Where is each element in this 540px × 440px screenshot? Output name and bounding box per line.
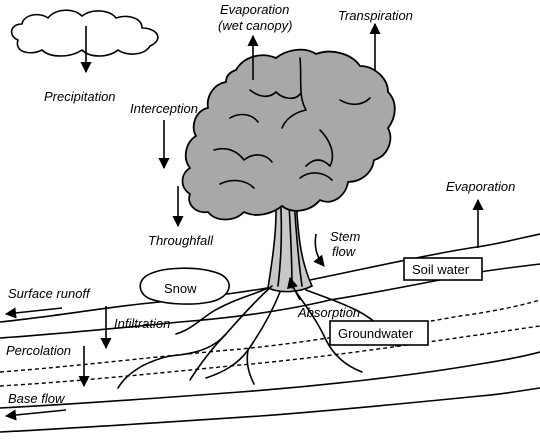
evaporation-label: Evaporation: [446, 179, 515, 194]
canopy-contour-7: [299, 172, 333, 181]
snow-patch: [139, 267, 230, 305]
transpiration-label: Transpiration: [338, 8, 413, 23]
throughfall-label: Throughfall: [148, 233, 214, 248]
canopy-contour-5: [339, 97, 371, 106]
stem-flow-arrow: [313, 233, 325, 267]
bedrock-line-2: [0, 387, 540, 433]
groundwater-label: Groundwater: [338, 326, 414, 341]
canopy-contour-3: [213, 147, 273, 163]
groundwater-upper-line: [0, 299, 540, 373]
stem-flow-sublabel: flow: [332, 244, 357, 259]
groundwater-box: [329, 320, 429, 346]
absorption-label: Absorption: [297, 305, 360, 320]
canopy-contour-6: [219, 179, 255, 189]
canopy-contour-2: [249, 89, 301, 100]
root-7: [246, 349, 255, 385]
root-4: [295, 291, 363, 373]
base-flow-label: Base flow: [8, 391, 66, 406]
absorption-arrow: [287, 276, 301, 301]
groundwater-lower-line: [0, 325, 540, 387]
snow-label: Snow: [164, 281, 197, 296]
root-1: [141, 285, 273, 367]
soil-water-box: [403, 257, 483, 281]
root-6: [189, 333, 227, 381]
canopy-contour-8: [229, 113, 259, 123]
base-flow-arrow: [4, 409, 67, 421]
percolation-label: Percolation: [6, 343, 71, 358]
soil-water-label: Soil water: [412, 262, 470, 277]
tree-canopy: [181, 48, 396, 221]
precipitation-label: Precipitation: [44, 89, 116, 104]
cloud-icon: [10, 9, 159, 57]
bedrock-line-1: [0, 351, 540, 409]
canopy-contour-1: [281, 57, 307, 129]
infiltration-label: Infiltration: [114, 316, 170, 331]
evaporation-wet-canopy-sublabel: (wet canopy): [218, 18, 292, 33]
interception-label: Interception: [130, 101, 198, 116]
root-2: [175, 287, 269, 335]
surface-runoff-label: Surface runoff: [8, 286, 91, 301]
surface-runoff-arrow: [4, 307, 63, 319]
root-8: [117, 365, 143, 389]
root-3: [205, 291, 281, 379]
evaporation-wet-canopy-label: Evaporation: [220, 2, 289, 17]
canopy-contour-4: [305, 129, 334, 167]
stem-flow-label: Stem: [330, 229, 361, 244]
